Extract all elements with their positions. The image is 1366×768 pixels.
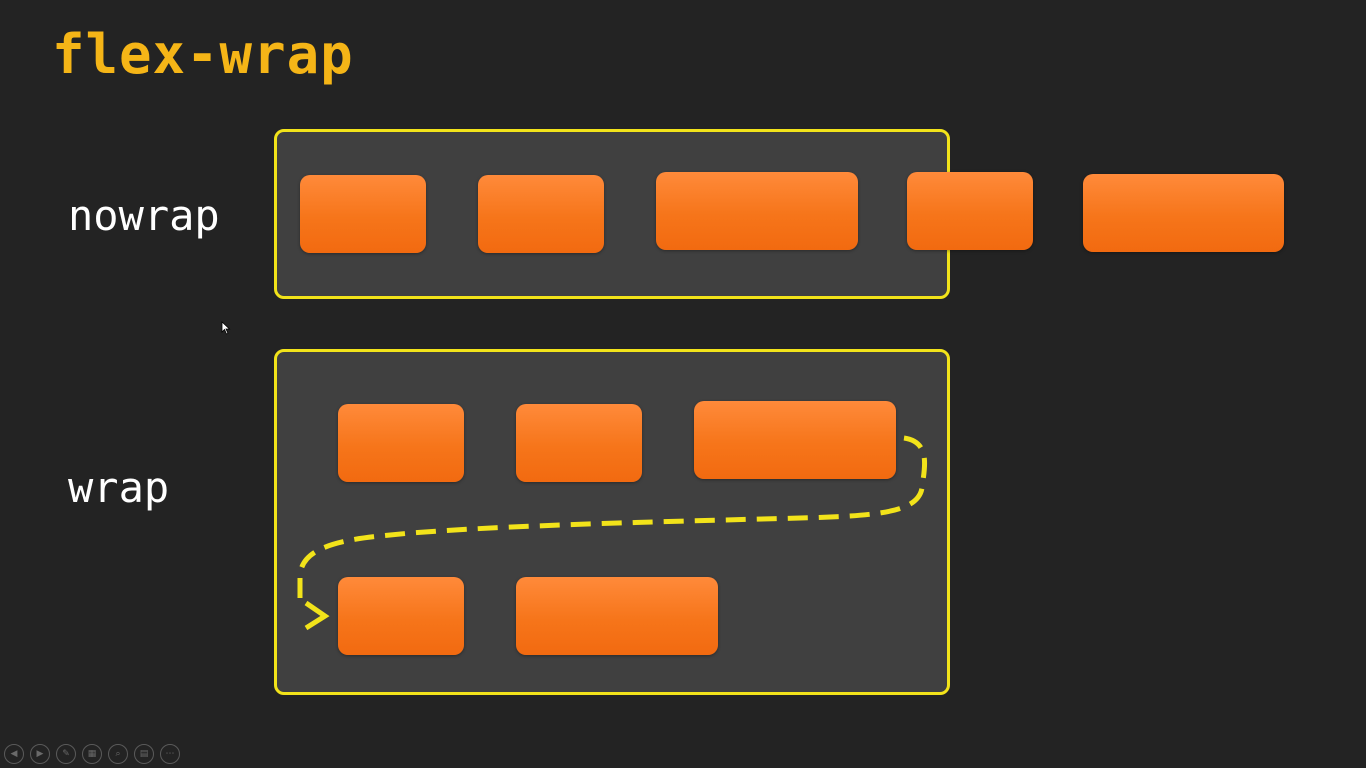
- subtitles-icon[interactable]: ▤: [134, 744, 154, 764]
- nowrap-flex-item-1: [300, 175, 426, 253]
- nowrap-label: nowrap: [68, 191, 220, 240]
- more-options-icon[interactable]: ⋯: [160, 744, 180, 764]
- next-slide-icon[interactable]: ▶: [30, 744, 50, 764]
- zoom-icon[interactable]: ⌕: [108, 744, 128, 764]
- wrap-label: wrap: [68, 463, 170, 512]
- slide-title: flex-wrap: [52, 23, 354, 86]
- nowrap-flex-item-3: [656, 172, 858, 250]
- wrap-flex-item-3: [694, 401, 896, 479]
- wrap-flex-item-5: [516, 577, 718, 655]
- wrap-flex-item-2: [516, 404, 642, 482]
- pen-icon[interactable]: ✎: [56, 744, 76, 764]
- nowrap-flex-item-5: [1083, 174, 1284, 252]
- nowrap-flex-item-4: [907, 172, 1033, 250]
- mouse-cursor-icon: [221, 321, 231, 335]
- wrap-flex-item-4: [338, 577, 464, 655]
- previous-slide-icon[interactable]: ◀: [4, 744, 24, 764]
- wrap-flex-item-1: [338, 404, 464, 482]
- nowrap-flex-item-2: [478, 175, 604, 253]
- slides-grid-icon[interactable]: ▦: [82, 744, 102, 764]
- presentation-controls: ◀ ▶ ✎ ▦ ⌕ ▤ ⋯: [4, 744, 180, 764]
